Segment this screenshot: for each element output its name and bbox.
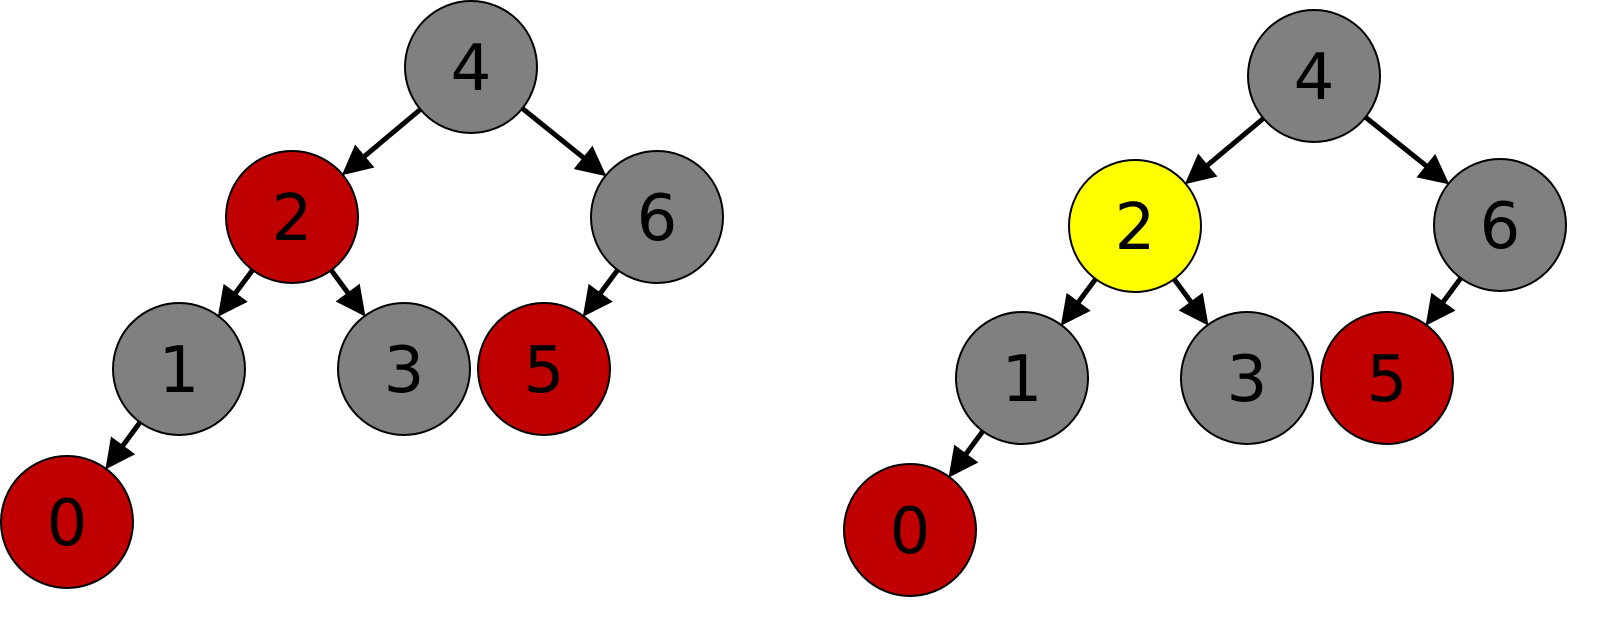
node-circle (112, 302, 246, 436)
edge-2-to-3 (329, 268, 366, 317)
node-label: 6 (637, 182, 678, 256)
node-label: 4 (1294, 41, 1335, 115)
node-label: 2 (272, 182, 313, 256)
node-label: 3 (384, 334, 425, 408)
tree-node-0: 0 (843, 463, 977, 597)
tree-node-4: 4 (404, 0, 538, 134)
edge-6-to-5 (582, 268, 620, 317)
node-label: 6 (1480, 190, 1521, 264)
node-circle (225, 150, 359, 284)
node-circle (337, 302, 471, 436)
edge-4-to-6 (520, 106, 607, 177)
tree-right: 4 2 6 1 3 5 0 (843, 9, 1567, 597)
node-circle (1180, 311, 1314, 445)
edge-2-to-3 (1172, 277, 1209, 326)
node-label: 4 (451, 32, 492, 106)
tree-node-2: 2 (1068, 159, 1202, 293)
edge-4-to-2 (341, 107, 423, 176)
tree-node-3: 3 (1180, 311, 1314, 445)
edge-4-to-6 (1363, 115, 1450, 185)
node-label: 0 (890, 495, 931, 569)
tree-node-1: 1 (955, 311, 1089, 445)
tree-node-0: 0 (0, 455, 134, 589)
edge-2-to-1 (1060, 277, 1098, 326)
tree-nodes: 4 2 6 1 3 5 0 (843, 9, 1567, 597)
edge-6-to-5 (1425, 276, 1463, 326)
tree-edges (105, 106, 620, 470)
tree-nodes: 4 2 6 1 3 5 0 (0, 0, 724, 589)
node-circle (477, 302, 611, 436)
node-label: 5 (1367, 343, 1408, 417)
tree-node-6: 6 (1433, 158, 1567, 292)
tree-node-1: 1 (112, 302, 246, 436)
node-label: 2 (1115, 191, 1156, 265)
tree-node-4: 4 (1247, 9, 1381, 143)
node-label: 1 (1002, 343, 1043, 417)
node-circle (1068, 159, 1202, 293)
node-circle (404, 0, 538, 134)
node-circle (1320, 311, 1454, 445)
tree-node-5: 5 (1320, 311, 1454, 445)
edge-1-to-0 (948, 429, 985, 478)
tree-node-5: 5 (477, 302, 611, 436)
tree-edges (948, 115, 1463, 478)
node-circle (1247, 9, 1381, 143)
tree-node-3: 3 (337, 302, 471, 436)
edge-1-to-0 (105, 420, 143, 470)
edge-4-to-2 (1184, 116, 1266, 185)
tree-node-2: 2 (225, 150, 359, 284)
node-label: 3 (1227, 343, 1268, 417)
node-circle (1433, 158, 1567, 292)
node-label: 1 (159, 334, 200, 408)
node-circle (843, 463, 977, 597)
edge-2-to-1 (217, 268, 255, 317)
node-circle (0, 455, 134, 589)
node-circle (955, 311, 1089, 445)
tree-node-6: 6 (590, 150, 724, 284)
node-label: 5 (524, 334, 565, 408)
tree-left: 4 2 6 1 3 5 0 (0, 0, 724, 589)
node-label: 0 (47, 487, 88, 561)
node-circle (590, 150, 724, 284)
